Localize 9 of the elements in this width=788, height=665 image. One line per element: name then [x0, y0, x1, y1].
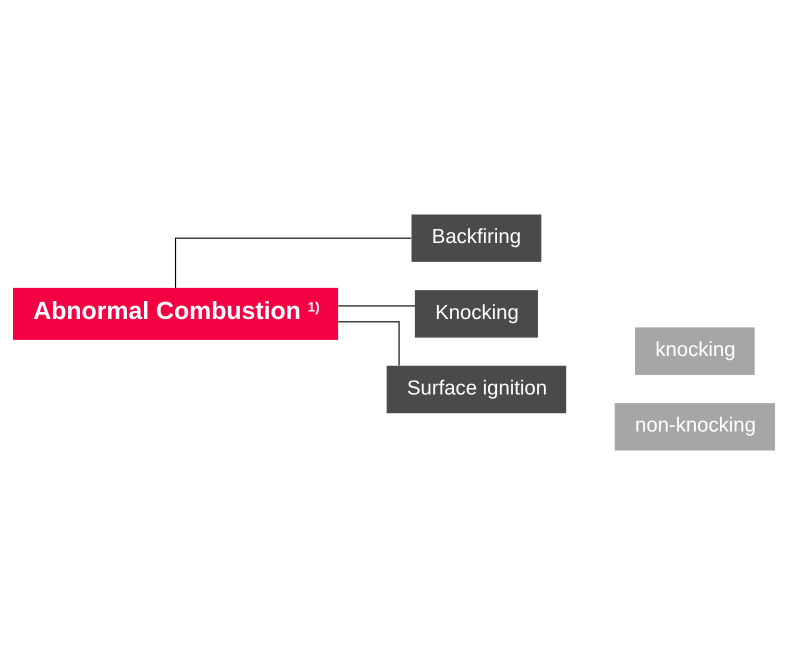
node-box: Surface ignition	[386, 366, 566, 414]
connector	[338, 305, 415, 307]
node-box: knocking	[635, 327, 755, 375]
node-box: non-knocking	[614, 403, 776, 450]
node-box: Backfiring	[412, 214, 542, 262]
connector	[174, 238, 412, 288]
connector	[338, 321, 400, 366]
node-box: Knocking	[414, 290, 538, 338]
node-box: Abnormal Combustion $^{1)}$	[12, 288, 338, 340]
